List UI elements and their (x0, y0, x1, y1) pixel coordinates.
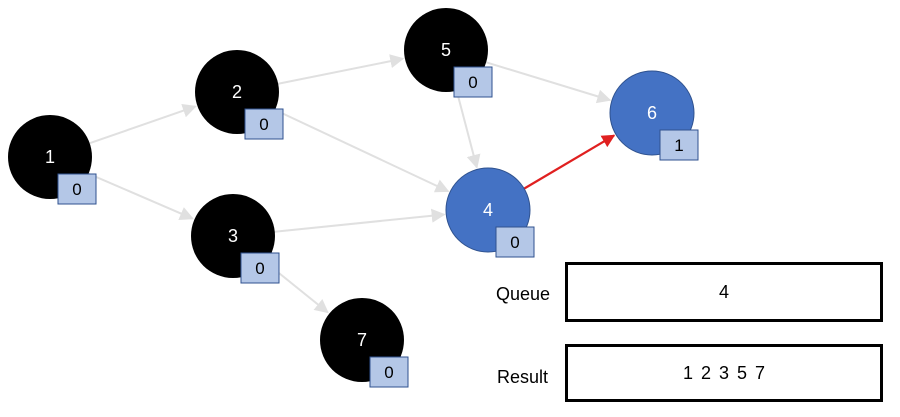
indegree-box (369, 356, 409, 388)
edge-4-6 (523, 134, 616, 190)
indegree-label: 1 (674, 136, 683, 155)
node-7: 70 (320, 298, 409, 388)
edge-2-5 (277, 54, 405, 85)
indegree-label: 0 (259, 115, 268, 134)
node-4: 40 (445, 167, 535, 258)
node-label: 3 (228, 226, 238, 246)
indegree-box (659, 129, 699, 161)
result-box: 1 2 3 5 7 (565, 344, 883, 402)
indegree-label: 0 (72, 180, 81, 199)
node-label: 5 (441, 40, 451, 60)
node-6: 61 (609, 70, 699, 161)
edge-5-6 (485, 61, 612, 104)
indegree-label: 0 (510, 233, 519, 252)
queue-box: 4 (565, 262, 883, 322)
node-3: 30 (191, 194, 280, 284)
node-label: 1 (45, 147, 55, 167)
indegree-box (240, 252, 280, 284)
indegree-box (495, 226, 535, 258)
result-value: 1 2 3 5 7 (682, 362, 766, 383)
node-label: 2 (232, 82, 242, 102)
indegree-label: 0 (468, 73, 477, 92)
queue-value: 4 (718, 281, 729, 302)
node-label: 6 (647, 103, 657, 123)
edge-3-4 (274, 208, 446, 233)
queue-label: Queue (496, 284, 551, 304)
edge-1-2 (89, 103, 197, 145)
edge-1-3 (88, 172, 194, 220)
node-5: 50 (404, 8, 493, 98)
node-label: 7 (357, 330, 367, 350)
indegree-box (453, 66, 493, 98)
edge-2-4 (274, 108, 450, 193)
indegree-label: 0 (255, 259, 264, 278)
node-2: 20 (195, 50, 284, 140)
result-label: Result (497, 367, 549, 387)
edge-5-4 (455, 90, 481, 169)
node-label: 4 (483, 200, 493, 220)
edges-layer (88, 54, 616, 314)
indegree-label: 0 (384, 363, 393, 382)
indegree-box (244, 108, 284, 140)
node-1: 10 (8, 115, 97, 205)
indegree-box (57, 173, 97, 205)
